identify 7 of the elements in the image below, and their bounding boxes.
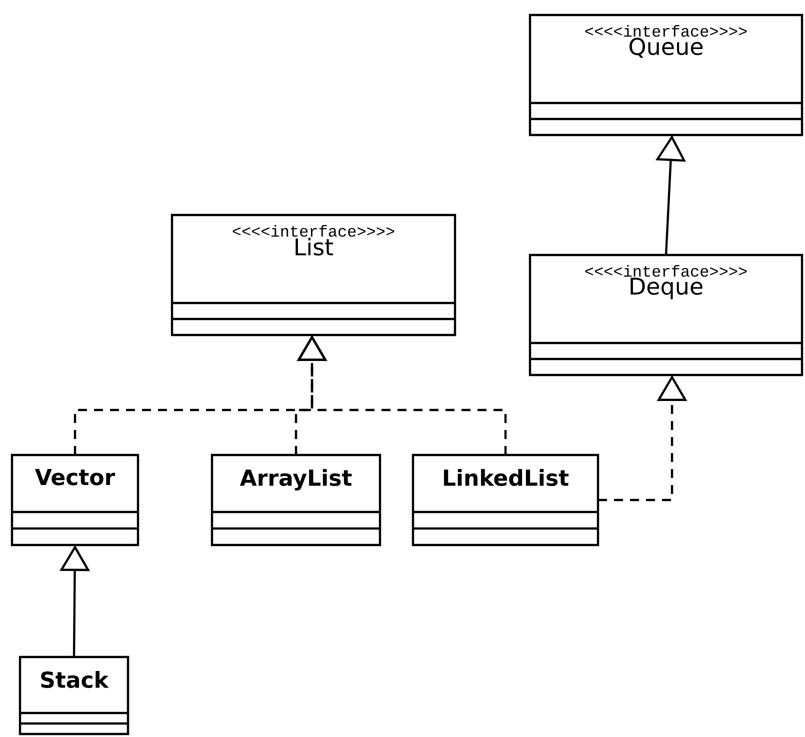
class-box: Vector (10, 454, 140, 546)
class-box: <<<<interface>>>> List (170, 214, 456, 336)
class-box: <<<<interface>>>> Deque (528, 254, 804, 376)
class-box: LinkedList (412, 454, 600, 546)
class-box: Stack (18, 656, 130, 736)
class-box: <<<<interface>>>> Queue (528, 14, 804, 136)
class-box: ArrayList (210, 454, 382, 546)
